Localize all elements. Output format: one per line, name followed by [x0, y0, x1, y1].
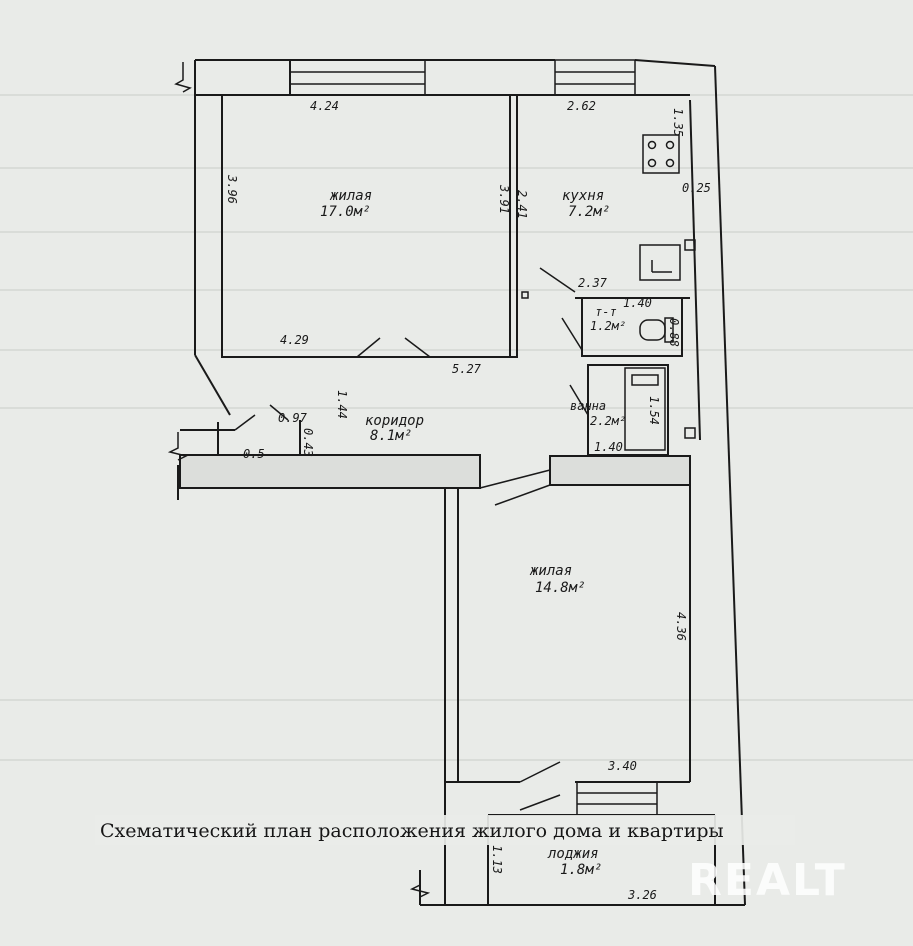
- dim-label: 3.26: [627, 888, 657, 902]
- room-labels: жилая 17.0м² кухня 7.2м² т-т 1.2м² ванна…: [320, 188, 626, 878]
- dim-label: 2.62: [567, 99, 596, 113]
- dim-label: 0.88: [667, 318, 681, 347]
- dim-label: 1.40: [594, 440, 623, 454]
- plan-caption: Схематический план расположения жилого д…: [100, 820, 724, 842]
- dim-label: 1.54: [647, 396, 661, 425]
- dim-label: 4.36: [674, 612, 688, 641]
- dim-label: 2.41: [515, 190, 529, 219]
- living2-area: 14.8м²: [535, 580, 586, 596]
- dim-label: 1.40: [623, 296, 652, 310]
- break-marks: [167, 62, 431, 898]
- corridor-name: коридор: [365, 413, 424, 429]
- kitchen-name: кухня: [562, 188, 604, 204]
- living1-area: 17.0м²: [320, 204, 371, 220]
- dim-label: 0.97: [278, 411, 308, 425]
- dim-label: 4.24: [310, 99, 339, 113]
- riser-icons: [521, 239, 696, 439]
- dim-label: 3.91: [497, 184, 511, 214]
- dim-label: 3.40: [607, 759, 637, 773]
- windows: [289, 59, 658, 816]
- corridor-area: 8.1м²: [370, 428, 412, 444]
- toilet-icon: [639, 317, 674, 343]
- watermark-logo: REALT: [688, 855, 847, 906]
- dim-label: 1.35: [671, 108, 685, 137]
- walls: [177, 59, 746, 906]
- stove-icon: [642, 134, 680, 174]
- dim-label: 0.5: [243, 447, 265, 461]
- dim-label: 0.25: [682, 181, 711, 195]
- dim-label: 2.37: [578, 276, 608, 290]
- dim-label: 5.27: [452, 362, 482, 376]
- loggia-name: лоджия: [547, 846, 599, 862]
- doors: [234, 267, 589, 811]
- background-form-lines: [0, 94, 913, 761]
- dim-label: 4.29: [280, 333, 309, 347]
- kitchen-area: 7.2м²: [568, 204, 610, 220]
- sink-icon: [639, 244, 681, 281]
- dimension-labels: 4.24 2.62 1.35 3.96 3.91 2.41 0.25 2.37 …: [225, 99, 711, 902]
- dim-label: 1.13: [490, 845, 504, 874]
- bath-area: 2.2м²: [590, 414, 626, 428]
- bath-name: ванна: [570, 399, 606, 413]
- living1-name: жилая: [329, 188, 372, 204]
- bathtub-icon: [624, 367, 666, 451]
- loggia-area: 1.8м²: [560, 862, 602, 878]
- dim-label: 1.44: [335, 390, 349, 419]
- living2-name: жилая: [529, 563, 572, 579]
- dim-label: 3.96: [225, 174, 239, 204]
- wc-name: т-т: [595, 305, 617, 319]
- wc-area: 1.2м²: [590, 319, 626, 333]
- caption-backdrop: [95, 815, 795, 845]
- dim-label: 0.43: [301, 428, 315, 457]
